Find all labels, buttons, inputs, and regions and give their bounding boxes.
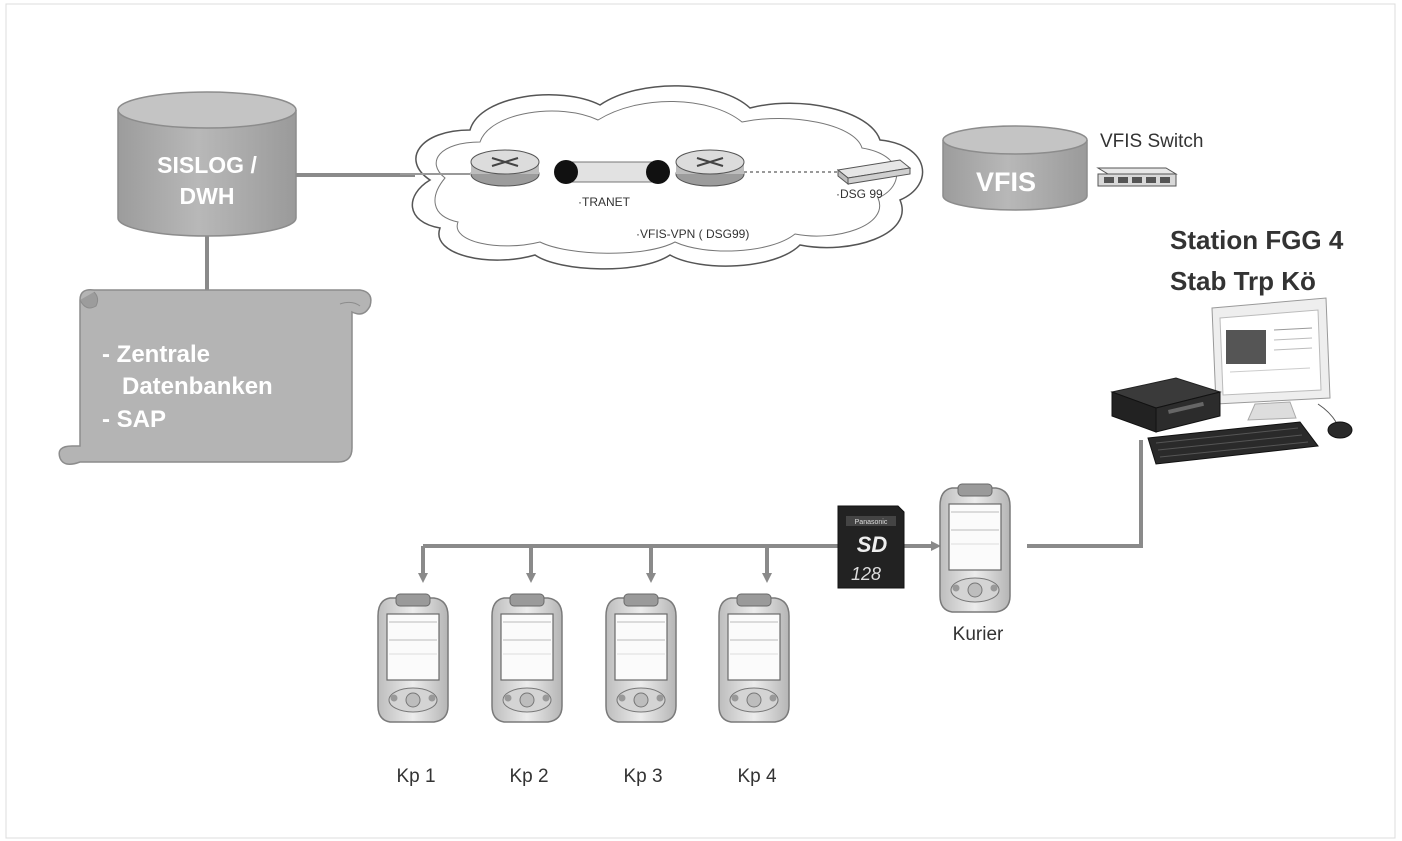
sd-brand: Panasonic [855,519,888,526]
sislog-database: SISLOG / DWH [117,91,297,237]
station-label-line1: Station FGG 4 [1170,225,1344,255]
router-icon [470,149,540,187]
kp4-pda-icon [718,593,790,723]
courier-pda-icon [939,483,1011,613]
kp3-pda-icon [605,593,677,723]
page-border [5,3,1396,839]
tunnel-end-left [554,160,578,184]
kp3-label: Kp 3 [623,766,662,787]
scroll-line1: - Zentrale [102,341,210,368]
vpn-tunnel [565,161,659,183]
kp2-label: Kp 2 [509,766,548,787]
kp4-label: Kp 4 [737,766,777,787]
tunnel-end-right [646,160,670,184]
sd-logo: SD [857,532,888,557]
station-label-line2: Stab Trp Kö [1170,266,1316,296]
vpn-label: ·VFIS-VPN ( DSG99) [636,227,749,241]
network-cloud: ·TRANET ·VFIS-VPN ( DSG99) ·DSG 99 [400,85,924,270]
scroll-line3: - SAP [102,406,166,433]
vfis-database: VFIS [942,125,1088,211]
kp2-pda-icon [491,593,563,723]
connectors [205,173,1143,583]
kp1-label: Kp 1 [396,766,435,787]
workstation-computer-icon [1110,297,1353,465]
dsg-label: ·DSG 99 [836,187,883,201]
vfis-switch-label: VFIS Switch [1100,131,1203,152]
switch-icon [1096,167,1178,187]
sd-capacity: 128 [851,564,881,584]
sd-card-icon: Panasonic SD 128 [837,505,905,589]
database-label-line2: DWH [180,183,235,209]
scroll-shape: - Zentrale Datenbanken - SAP [58,288,372,465]
database-label-line1: SISLOG / [157,152,257,178]
vfis-label: VFIS [976,167,1036,197]
courier-label: Kurier [953,624,1004,645]
scroll-line2: Datenbanken [122,373,273,400]
tranet-label: ·TRANET [578,195,631,209]
dsg-device-icon [836,159,912,186]
line-courier-to-station [1027,440,1143,548]
kp1-pda-icon [377,593,449,723]
router-icon [675,149,745,187]
